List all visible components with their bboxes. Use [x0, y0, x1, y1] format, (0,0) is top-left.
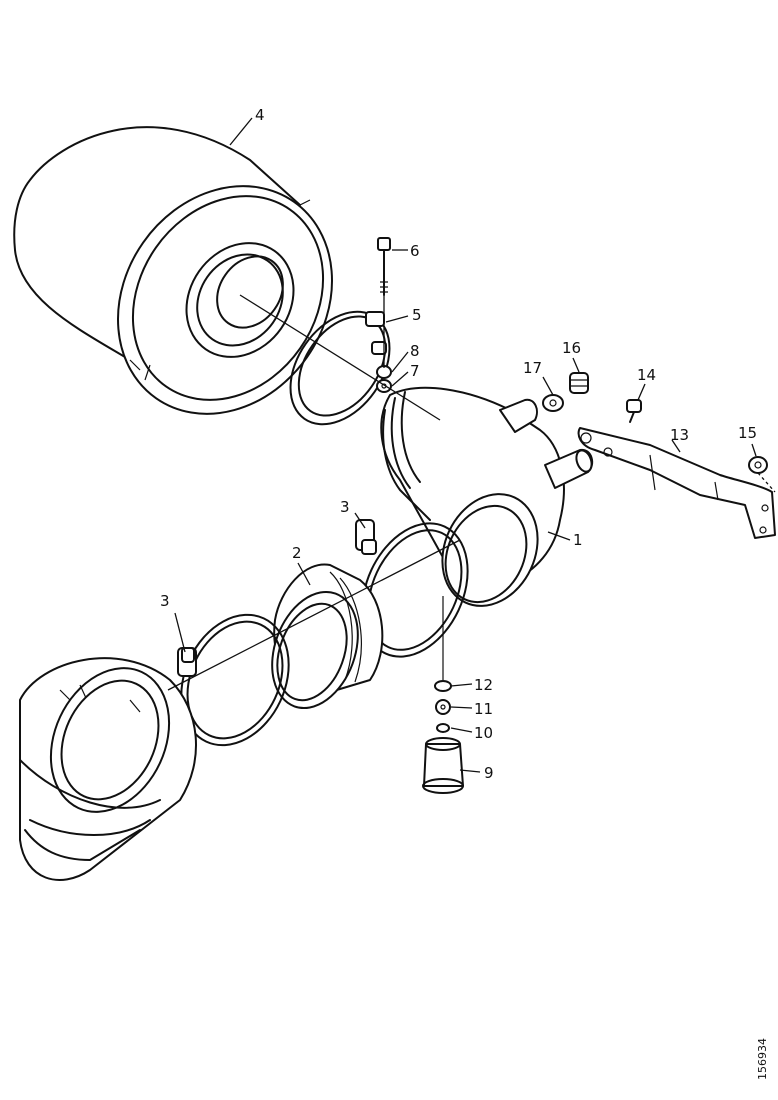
mounting-bracket: [577, 427, 776, 539]
lower-hose-clamp: [177, 613, 290, 747]
callout-12: 12: [474, 676, 493, 694]
callout-16: 16: [562, 339, 581, 357]
air-cleaner-housing: [380, 386, 594, 607]
callout-13: 13: [670, 426, 689, 444]
callout-2: 2: [292, 544, 302, 562]
rubber-hose: [271, 563, 384, 710]
callout-10: 10: [474, 724, 493, 742]
callout-15: 15: [738, 424, 757, 442]
callout-5: 5: [412, 306, 422, 324]
callout-17: 17: [523, 359, 542, 377]
bolt: [377, 237, 391, 296]
callout-labels: 1 2 3 3 4 5 6 7 8 9 10 11 12 13 14 15 16…: [160, 106, 757, 782]
figure-reference-number: 156934: [756, 1038, 769, 1080]
callout-3-upper: 3: [340, 498, 350, 516]
callout-4: 4: [255, 106, 265, 124]
callout-leaders: [174, 117, 757, 773]
callout-11: 11: [474, 700, 493, 718]
assembly-axis-lines: [167, 294, 461, 691]
bracket-nut: [748, 456, 776, 493]
air-filter-element: [13, 126, 333, 415]
callout-9: 9: [484, 764, 494, 782]
drain-valve-assembly: [422, 596, 464, 794]
callout-14: 14: [637, 366, 656, 384]
turbocharger-intake: [19, 657, 197, 881]
callout-1: 1: [573, 531, 583, 549]
callout-7: 7: [410, 362, 420, 380]
callout-6: 6: [410, 242, 420, 260]
mounting-nuts: [542, 372, 589, 412]
middle-hose-clamp: [355, 519, 469, 658]
upper-hose-clamp: [289, 310, 391, 426]
bracket-screw: [626, 399, 642, 423]
callout-8: 8: [410, 342, 420, 360]
callout-3-lower: 3: [160, 592, 170, 610]
